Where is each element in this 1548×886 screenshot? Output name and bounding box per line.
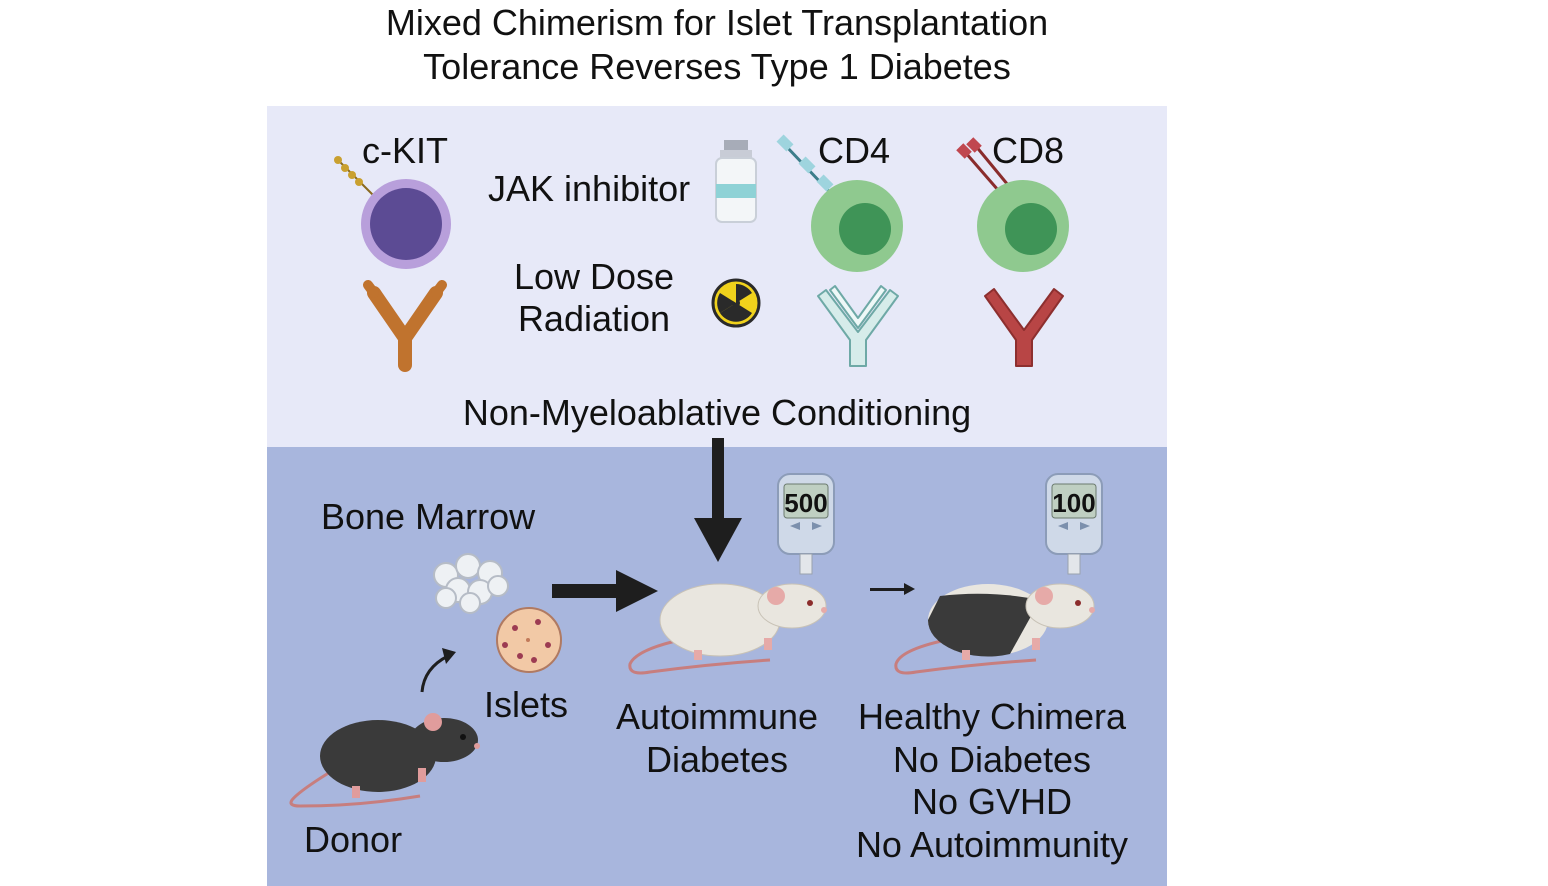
glucometer-after-icon (1045, 473, 1103, 575)
outcome-line2: No Diabetes (892, 739, 1092, 780)
radiation-icon (711, 278, 761, 328)
bone-marrow-icon (433, 553, 509, 614)
recipient-label-line1: Autoimmune (615, 696, 819, 737)
glucometer-before-icon (777, 473, 835, 575)
ckit-label: c-KIT (362, 130, 448, 171)
vial-icon (715, 140, 757, 223)
bone-marrow-label: Bone Marrow (321, 496, 536, 537)
cd8-cell-icon (956, 137, 1069, 272)
outcome-line4: No Autoimmunity (855, 824, 1129, 865)
donor-mouse-icon (289, 713, 480, 808)
curved-arrow-icon (420, 648, 456, 693)
conditioning-heading: Non-Myeloablative Conditioning (462, 392, 972, 433)
donor-label: Donor (304, 819, 403, 860)
glucose-before-value: 500 (784, 488, 827, 518)
ckit-antibody-icon (363, 280, 447, 372)
cd8-label: CD8 (992, 130, 1065, 171)
title-line-2: Tolerance Reverses Type 1 Diabetes (423, 46, 1011, 87)
title-line-1: Mixed Chimerism for Islet Transplantatio… (385, 2, 1049, 43)
islets-label: Islets (484, 684, 569, 725)
cd8-antibody-icon (984, 288, 1064, 367)
recipient-mouse-icon (628, 583, 827, 675)
cd4-antibody-icon (817, 285, 899, 367)
radiation-label-line1: Low Dose (513, 256, 675, 297)
cd4-label: CD4 (818, 130, 891, 171)
chimera-mouse-icon (894, 583, 1095, 675)
right-arrow-icon (552, 570, 658, 612)
outcome-line1: Healthy Chimera (857, 696, 1127, 737)
down-arrow-icon (694, 438, 742, 562)
jak-inhibitor-label: JAK inhibitor (488, 168, 691, 209)
ckit-cell-icon (334, 156, 451, 269)
outcome-line3: No GVHD (911, 781, 1073, 822)
recipient-label-line2: Diabetes (645, 739, 789, 780)
glucose-after-value: 100 (1052, 488, 1095, 518)
cd4-cell-icon (776, 134, 903, 272)
islet-icon (496, 607, 562, 673)
radiation-label-line2: Radiation (517, 298, 671, 339)
small-right-arrow-icon (870, 583, 915, 595)
